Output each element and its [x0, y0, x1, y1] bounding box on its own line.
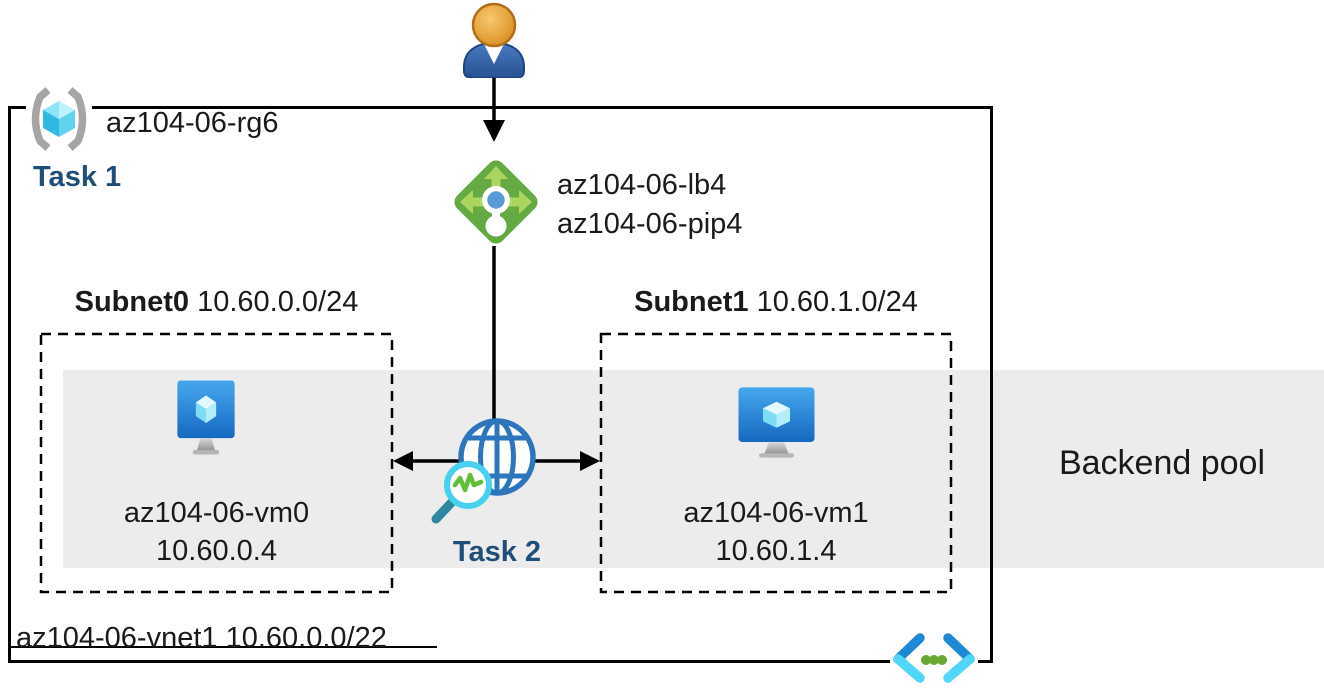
subnet1-cidr: 10.60.1.0/24	[756, 286, 918, 318]
vnet-label: az104-06-vnet1 10.60.0.0/22	[16, 622, 387, 654]
vm0-ip-label: 10.60.0.4	[156, 535, 277, 567]
subnet0-name: Subnet0	[74, 286, 190, 318]
vm-icon	[177, 380, 235, 455]
user-icon	[463, 2, 525, 78]
vm0-name-label: az104-06-vm0	[123, 497, 310, 529]
vm1-ip-label: 10.60.1.4	[715, 535, 837, 567]
load-balancer-labels: az104-06-lb4 az104-06-pip4	[557, 166, 742, 244]
public-ip-name: az104-06-pip4	[557, 208, 743, 241]
virtual-network-icon	[890, 633, 978, 683]
backend-pool-label: Backend pool	[1058, 444, 1266, 482]
subnet1-name: Subnet1	[634, 286, 749, 318]
vm-icon	[738, 387, 815, 458]
subnet1-boundary	[599, 332, 953, 594]
subnet0-label: Subnet0 10.60.0.0/24	[40, 284, 393, 320]
backend-pool-band	[63, 370, 1324, 568]
subnet1-label: Subnet1 10.60.1.0/24	[600, 284, 952, 320]
vm1-name-label: az104-06-vm1	[683, 497, 869, 529]
resource-group-border	[8, 106, 993, 663]
globe-health-probe-icon	[431, 418, 536, 524]
resource-group-icon	[26, 87, 92, 151]
load-balancer-name: az104-06-lb4	[557, 169, 727, 201]
user-to-lb-arrow	[483, 78, 505, 142]
task2-label: Task 2	[452, 536, 542, 568]
subnet0-boundary	[39, 332, 394, 594]
task1-label: Task 1	[33, 161, 122, 193]
subnet0-cidr: 10.60.0.0/24	[197, 286, 359, 318]
load-balancer-icon	[454, 160, 538, 244]
resource-group-label: az104-06-rg6	[106, 107, 279, 139]
